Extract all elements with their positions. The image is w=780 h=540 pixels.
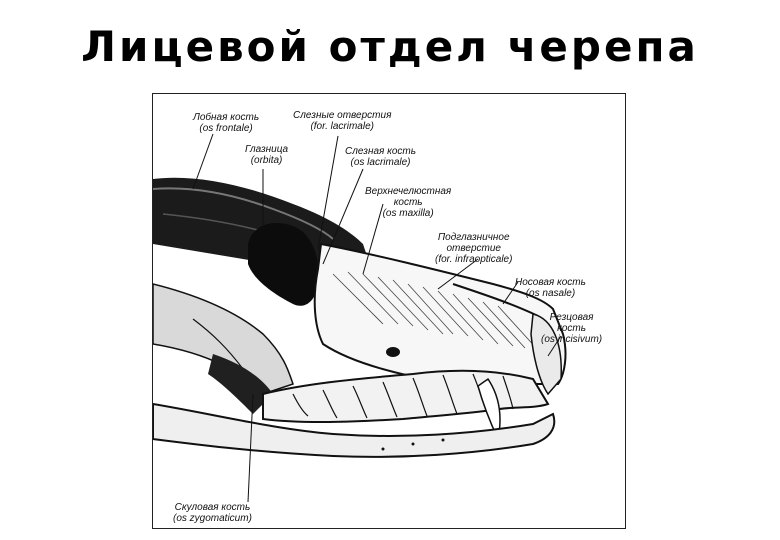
label-nasal-latin: (os nasale) [515,288,586,299]
label-incisive-bone: Резцовая кость (os incisivum) [541,312,602,345]
label-lacrimal-bone-latin: (os lacrimale) [345,157,416,168]
skull-figure: Лобная кость (os frontale) Слезные отвер… [152,93,626,529]
label-incisive-line1: Резцовая [541,312,602,323]
label-frontal-name: Лобная кость [193,112,259,123]
label-lacrimal-foramina-name: Слезные отверстия [293,110,391,121]
label-orbit: Глазница (orbita) [245,144,288,166]
label-frontal-bone: Лобная кость (os frontale) [193,112,259,134]
label-maxilla-line2: кость [365,197,451,208]
label-orbit-name: Глазница [245,144,288,155]
label-lacrimal-bone-name: Слезная кость [345,146,416,157]
label-lacrimal-foramina: Слезные отверстия (for. lacrimale) [293,110,391,132]
label-maxilla: Верхнечелюстная кость (os maxilla) [365,186,451,219]
label-infraorbital-line2: отверстие [435,243,512,254]
label-frontal-latin: (os frontale) [193,123,259,134]
label-lacrimal-foramina-latin: (for. lacrimale) [293,121,391,132]
label-infraorbital-foramen: Подглазничное отверстие (for. infraoptic… [435,232,512,265]
snout-shape [315,244,566,384]
label-zygomatic-bone: Скуловая кость (os zygomaticum) [173,502,252,524]
label-zygomatic-name: Скуловая кость [173,502,252,513]
infraorbital-foramen [386,347,400,357]
label-infraorbital-line1: Подглазничное [435,232,512,243]
label-infraorbital-latin: (for. infraopticale) [435,254,512,265]
label-maxilla-line1: Верхнечелюстная [365,186,451,197]
page-title: Лицевой отдел черепа [0,22,780,71]
label-incisive-latin: (os incisivum) [541,334,602,345]
label-maxilla-latin: (os maxilla) [365,208,451,219]
label-incisive-line2: кость [541,323,602,334]
label-zygomatic-latin: (os zygomaticum) [173,513,252,524]
label-nasal-bone: Носовая кость (os nasale) [515,277,586,299]
label-nasal-name: Носовая кость [515,277,586,288]
label-lacrimal-bone: Слезная кость (os lacrimale) [345,146,416,168]
label-orbit-latin: (orbita) [245,155,288,166]
